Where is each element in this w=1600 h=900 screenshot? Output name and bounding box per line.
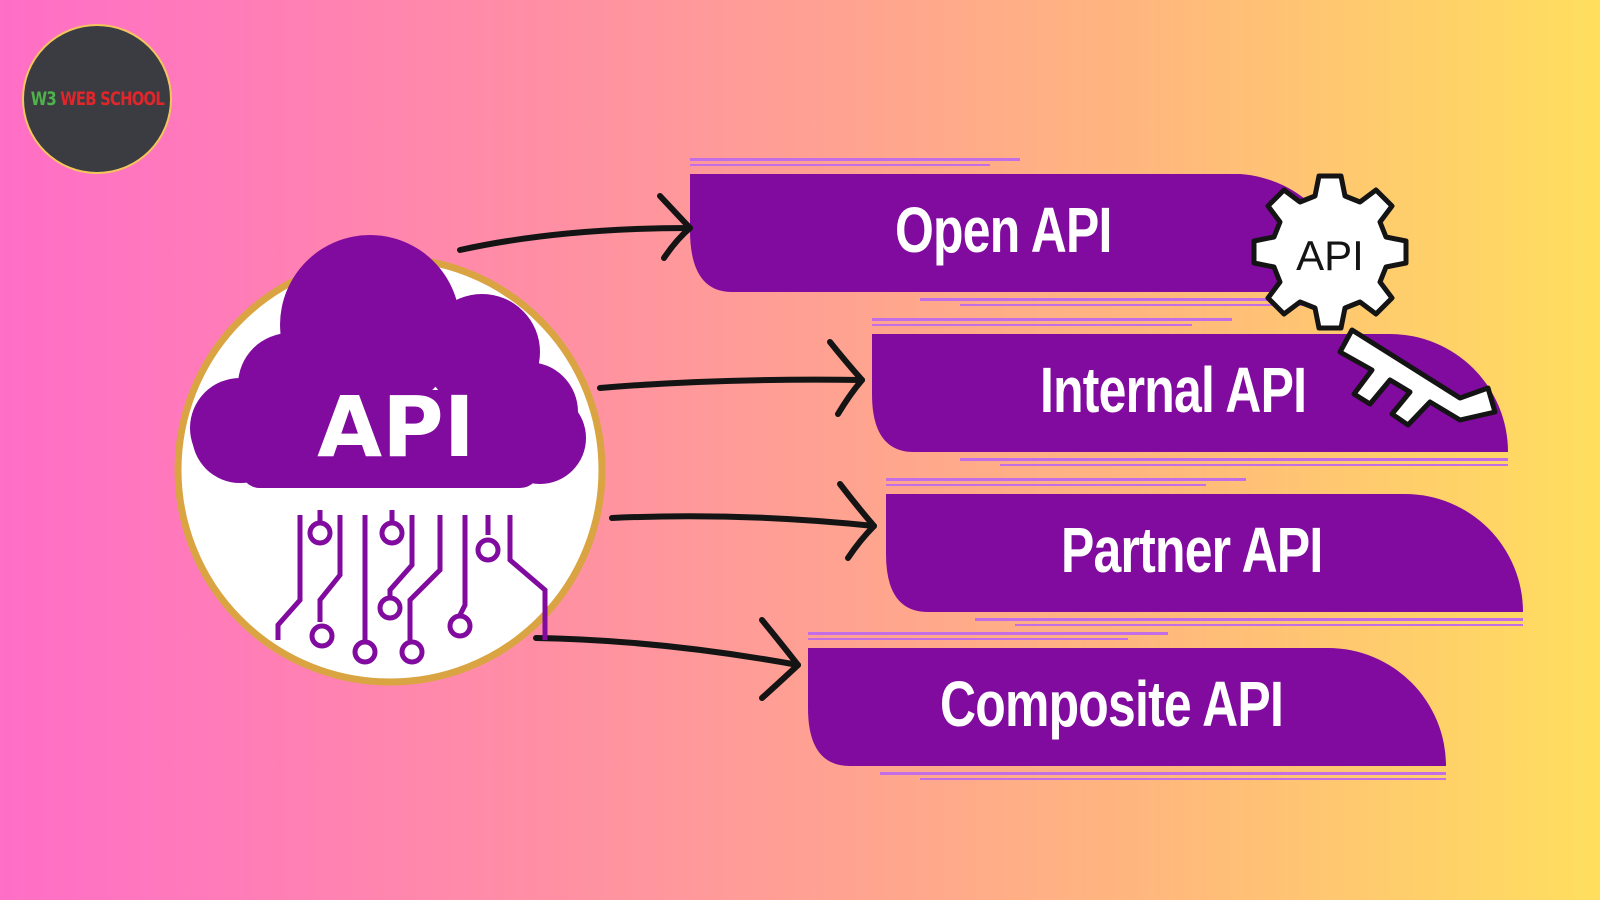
banner-partner-api: [886, 478, 1523, 626]
api-key-icon: API: [1251, 173, 1498, 428]
banner-internal-api: [872, 318, 1508, 466]
arrow-to-open-api: [457, 193, 693, 261]
circuit-icon: [275, 510, 548, 665]
arrow-to-partner-api: [609, 481, 877, 561]
label-partner-api: Partner API: [1061, 514, 1323, 586]
logo-prefix: W3: [30, 88, 56, 110]
cloud-icon: [190, 235, 586, 488]
arrow-to-composite-api: [533, 617, 801, 701]
label-composite-api: Composite API: [940, 668, 1284, 740]
logo-name: WEB SCHOOL: [59, 88, 165, 110]
arrow-to-internal-api: [597, 339, 865, 417]
banner-composite-api: [808, 632, 1446, 780]
label-open-api: Open API: [895, 194, 1112, 266]
hub-label: API: [317, 378, 475, 476]
banner-open-api: [690, 158, 1351, 306]
label-internal-api: Internal API: [1040, 354, 1307, 426]
w3-web-school-logo: W3 WEB SCHOOL: [22, 24, 172, 174]
key-label: API: [1296, 232, 1364, 279]
api-hub: API: [174, 235, 606, 686]
